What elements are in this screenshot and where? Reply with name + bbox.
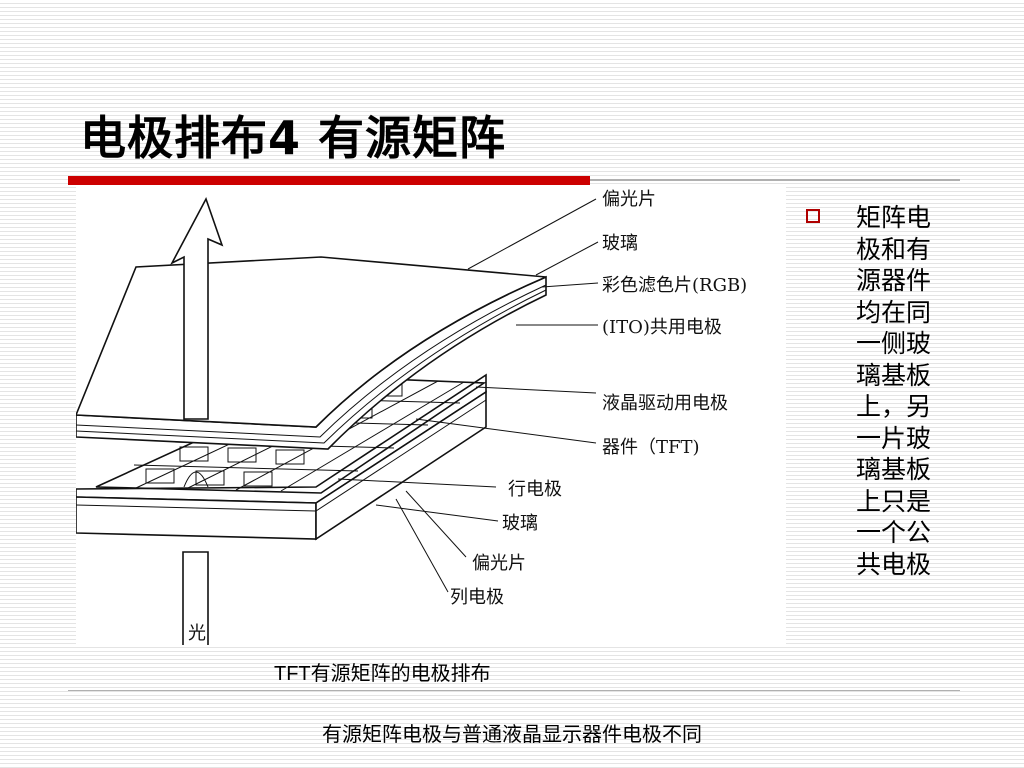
label-light: 光 [188,623,206,644]
footer-divider [68,690,960,691]
label-polarizer-bottom: 偏光片 [472,553,526,574]
title-underline-gray [590,179,960,181]
label-tft: 器件（TFT) [602,437,700,458]
footer-note: 有源矩阵电极与普通液晶显示器件电极不同 [322,722,702,746]
label-column-electrode: 列电极 [450,587,504,608]
tft-diagram-svg: 偏光片 玻璃 彩色滤色片(RGB) (ITO)共用电极 液晶驱动用电极 器件（T… [76,189,747,645]
leader-lines [337,198,599,593]
label-row-electrode: 行电极 [508,479,562,500]
label-polarizer-top: 偏光片 [602,189,656,210]
label-glass-bottom: 玻璃 [502,513,538,534]
label-lc-drive-electrode: 液晶驱动用电极 [602,393,728,414]
label-color-filter: 彩色滤色片(RGB) [602,275,747,296]
bullet-square-icon [806,209,820,223]
tft-diagram: 偏光片 玻璃 彩色滤色片(RGB) (ITO)共用电极 液晶驱动用电极 器件（T… [76,187,786,645]
bottom-substrate [76,373,487,541]
title-underline-red [68,176,590,185]
bullet-text: 矩阵电极和有源器件均在同一侧玻璃基板上，另一片玻璃基板上只是一个公共电极 [856,203,932,579]
slide-title: 电极排布4 有源矩阵 [80,111,507,165]
figure-caption: TFT有源矩阵的电极排布 [274,663,491,685]
label-ito-electrode: (ITO)共用电极 [602,317,722,338]
label-glass-top: 玻璃 [602,233,638,254]
light-arrow [170,197,224,645]
